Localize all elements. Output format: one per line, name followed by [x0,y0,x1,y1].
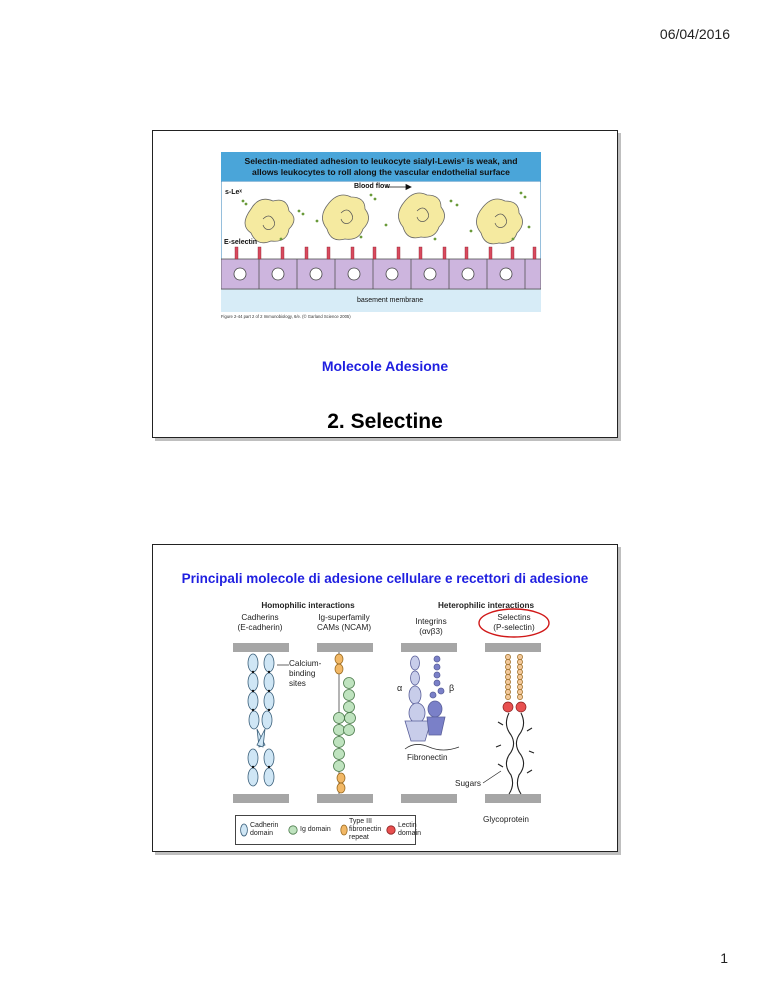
banner-line-1: Selectin-mediated adhesion to leukocyte … [244,156,518,166]
selectins-highlight-circle [478,608,550,638]
fibronectin-label: Fibronectin [407,753,448,762]
legend-lectin-2: domain [398,830,421,837]
integrins-name: Integrins [415,617,447,626]
slide-2: Principali molecole di adesione cellular… [152,544,618,852]
legend-lectin-1: Lectin [398,822,417,829]
slide-1-subtitle: 2. Selectine [327,410,443,433]
glycoprotein-chain [495,712,535,795]
legend-cadherin-2: domain [250,830,273,837]
page-number: 1 [720,950,728,966]
selectins-example: (P-selectin) [493,623,535,632]
legend-fn3-1: Type III [349,818,372,825]
integrins-label: Integrins (αvβ3) [401,617,461,637]
figure-credit: Figure 2-44 part 2 of 2 Immunobiology, 6… [221,314,351,319]
rolling-illustration [221,181,541,312]
integrin-molecule [404,655,460,751]
legend-cadherin-label: Cadherin domain [250,822,278,838]
cadherin-molecule [247,653,275,787]
endothelial-cells [221,258,541,290]
slide-2-title: Principali molecole di adesione cellular… [181,571,589,586]
homophilic-heading: Homophilic interactions [261,601,355,610]
selectin-rolling-figure: Selectin-mediated adhesion to leukocyte … [221,152,541,312]
slide-1: Selectin-mediated adhesion to leukocyte … [152,130,618,438]
legend-lectin-label: Lectin domain [398,822,421,838]
igsf-name: Ig-superfamily [318,613,370,622]
label-blood-flow: Blood flow [354,183,390,190]
igsf-example: CAMs (NCAM) [316,623,372,632]
beta-label: β [449,683,455,693]
slide-1-title: Molecole Adesione [321,358,449,374]
label-basement-membrane: basement membrane [357,297,424,304]
legend-fn3-label: Type III fibronectin repeat [349,818,381,842]
lectin-domains [502,701,527,713]
calcium-line-3: sites [289,679,306,688]
legend-fn3-2: fibronectin [349,826,382,833]
figure-banner: Selectin-mediated adhesion to leukocyte … [221,152,541,181]
selectins-label: Selectins (P-selectin) [481,613,547,633]
basement-membrane [221,289,541,312]
legend: Cadherin domain Ig domain Type III fibro… [235,815,421,845]
calcium-sites [251,670,271,769]
glycoprotein-label: Glycoprotein [483,815,529,824]
legend-ig-icon [288,825,298,835]
cadherins-label: Cadherins (E-cadherin) [225,613,295,633]
legend-ig-label: Ig domain [300,826,331,833]
sugars-pointer [482,770,502,784]
selectin-molecule [505,654,523,700]
legend-lectin-icon [386,825,396,835]
legend-cadherin-icon [240,823,248,837]
calcium-binding-label: Calcium- binding sites [289,659,321,689]
cadherins-name: Cadherins [241,613,279,622]
ncam-molecule [333,652,356,794]
legend-cadherin-1: Cadherin [250,822,279,829]
header-date: 06/04/2016 [659,26,730,42]
label-slex: s-Leˣ [225,189,242,196]
calcium-line-1: Calcium- [289,659,322,668]
adhesion-molecules-diagram [233,608,550,803]
igsf-label: Ig-superfamily CAMs (NCAM) [303,613,385,633]
banner-line-2: allows leukocytes to roll along the vasc… [252,167,510,177]
legend-fn3-icon [340,824,348,836]
calcium-line-2: binding [289,669,316,678]
blood-flow-arrow [386,183,412,191]
selectins-name: Selectins [497,613,531,622]
e-selectin-molecules [234,246,537,260]
cadherins-example: (E-cadherin) [237,623,283,632]
sugars-label: Sugars [455,779,481,788]
membranes-top [233,643,541,652]
alpha-label: α [397,683,403,693]
heterophilic-heading: Heterophilic interactions [438,601,534,610]
leukocytes [244,192,523,245]
slex-glycans [241,191,531,241]
legend-fn3-3: repeat [349,834,369,841]
membranes-bottom [233,794,541,803]
label-e-selectin: E-selectin [224,239,258,246]
integrins-example: (αvβ3) [419,627,443,636]
